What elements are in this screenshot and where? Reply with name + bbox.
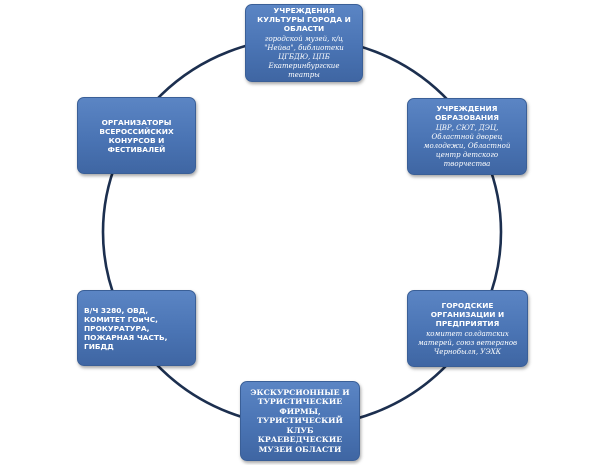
node-title: УЧРЕЖДЕНИЯ КУЛЬТУРЫ ГОРОДА И ОБЛАСТИ bbox=[257, 6, 351, 33]
node-title: В/Ч 3280, ОВД, КОМИТЕТ ГОиЧС, ПРОКУРАТУР… bbox=[84, 305, 168, 351]
node-contest-organizers: ОРГАНИЗАТОРЫ ВСЕРОССИЙСКИХ КОНУРСОВ И ФЕ… bbox=[77, 97, 196, 174]
node-title: УЧРЕЖДЕНИЯ ОБРАЗОВАНИЯ bbox=[434, 104, 499, 122]
node-culture-institutions: УЧРЕЖДЕНИЯ КУЛЬТУРЫ ГОРОДА И ОБЛАСТИ гор… bbox=[245, 4, 363, 82]
node-title: ГОРОДСКИЕ ОРГАНИЗАЦИИ И ПРЕДПРИЯТИЯ bbox=[430, 300, 505, 328]
node-title: ОРГАНИЗАТОРЫ ВСЕРОССИЙСКИХ КОНУРСОВ И ФЕ… bbox=[99, 117, 174, 154]
node-tourist-firms: ЭКСКУРСИОННЫЕ И ТУРИСТИЧЕСКИЕ ФИРМЫ, ТУР… bbox=[240, 381, 360, 461]
node-title: ЭКСКУРСИОННЫЕ И ТУРИСТИЧЕСКИЕ ФИРМЫ, ТУР… bbox=[250, 387, 350, 454]
node-state-services: В/Ч 3280, ОВД, КОМИТЕТ ГОиЧС, ПРОКУРАТУР… bbox=[77, 290, 196, 366]
node-detail: городской музей, к/ц "Нейва", библиотеки… bbox=[264, 35, 344, 79]
node-detail: ЦВР, СЮТ, ДЭЦ, Областной дворец молодежи… bbox=[423, 124, 511, 168]
node-detail: комитет солдатских матерей, союз ветеран… bbox=[417, 329, 518, 356]
node-city-organizations: ГОРОДСКИЕ ОРГАНИЗАЦИИ И ПРЕДПРИЯТИЯ коми… bbox=[407, 290, 528, 367]
node-education-institutions: УЧРЕЖДЕНИЯ ОБРАЗОВАНИЯ ЦВР, СЮТ, ДЭЦ, Об… bbox=[407, 98, 527, 175]
